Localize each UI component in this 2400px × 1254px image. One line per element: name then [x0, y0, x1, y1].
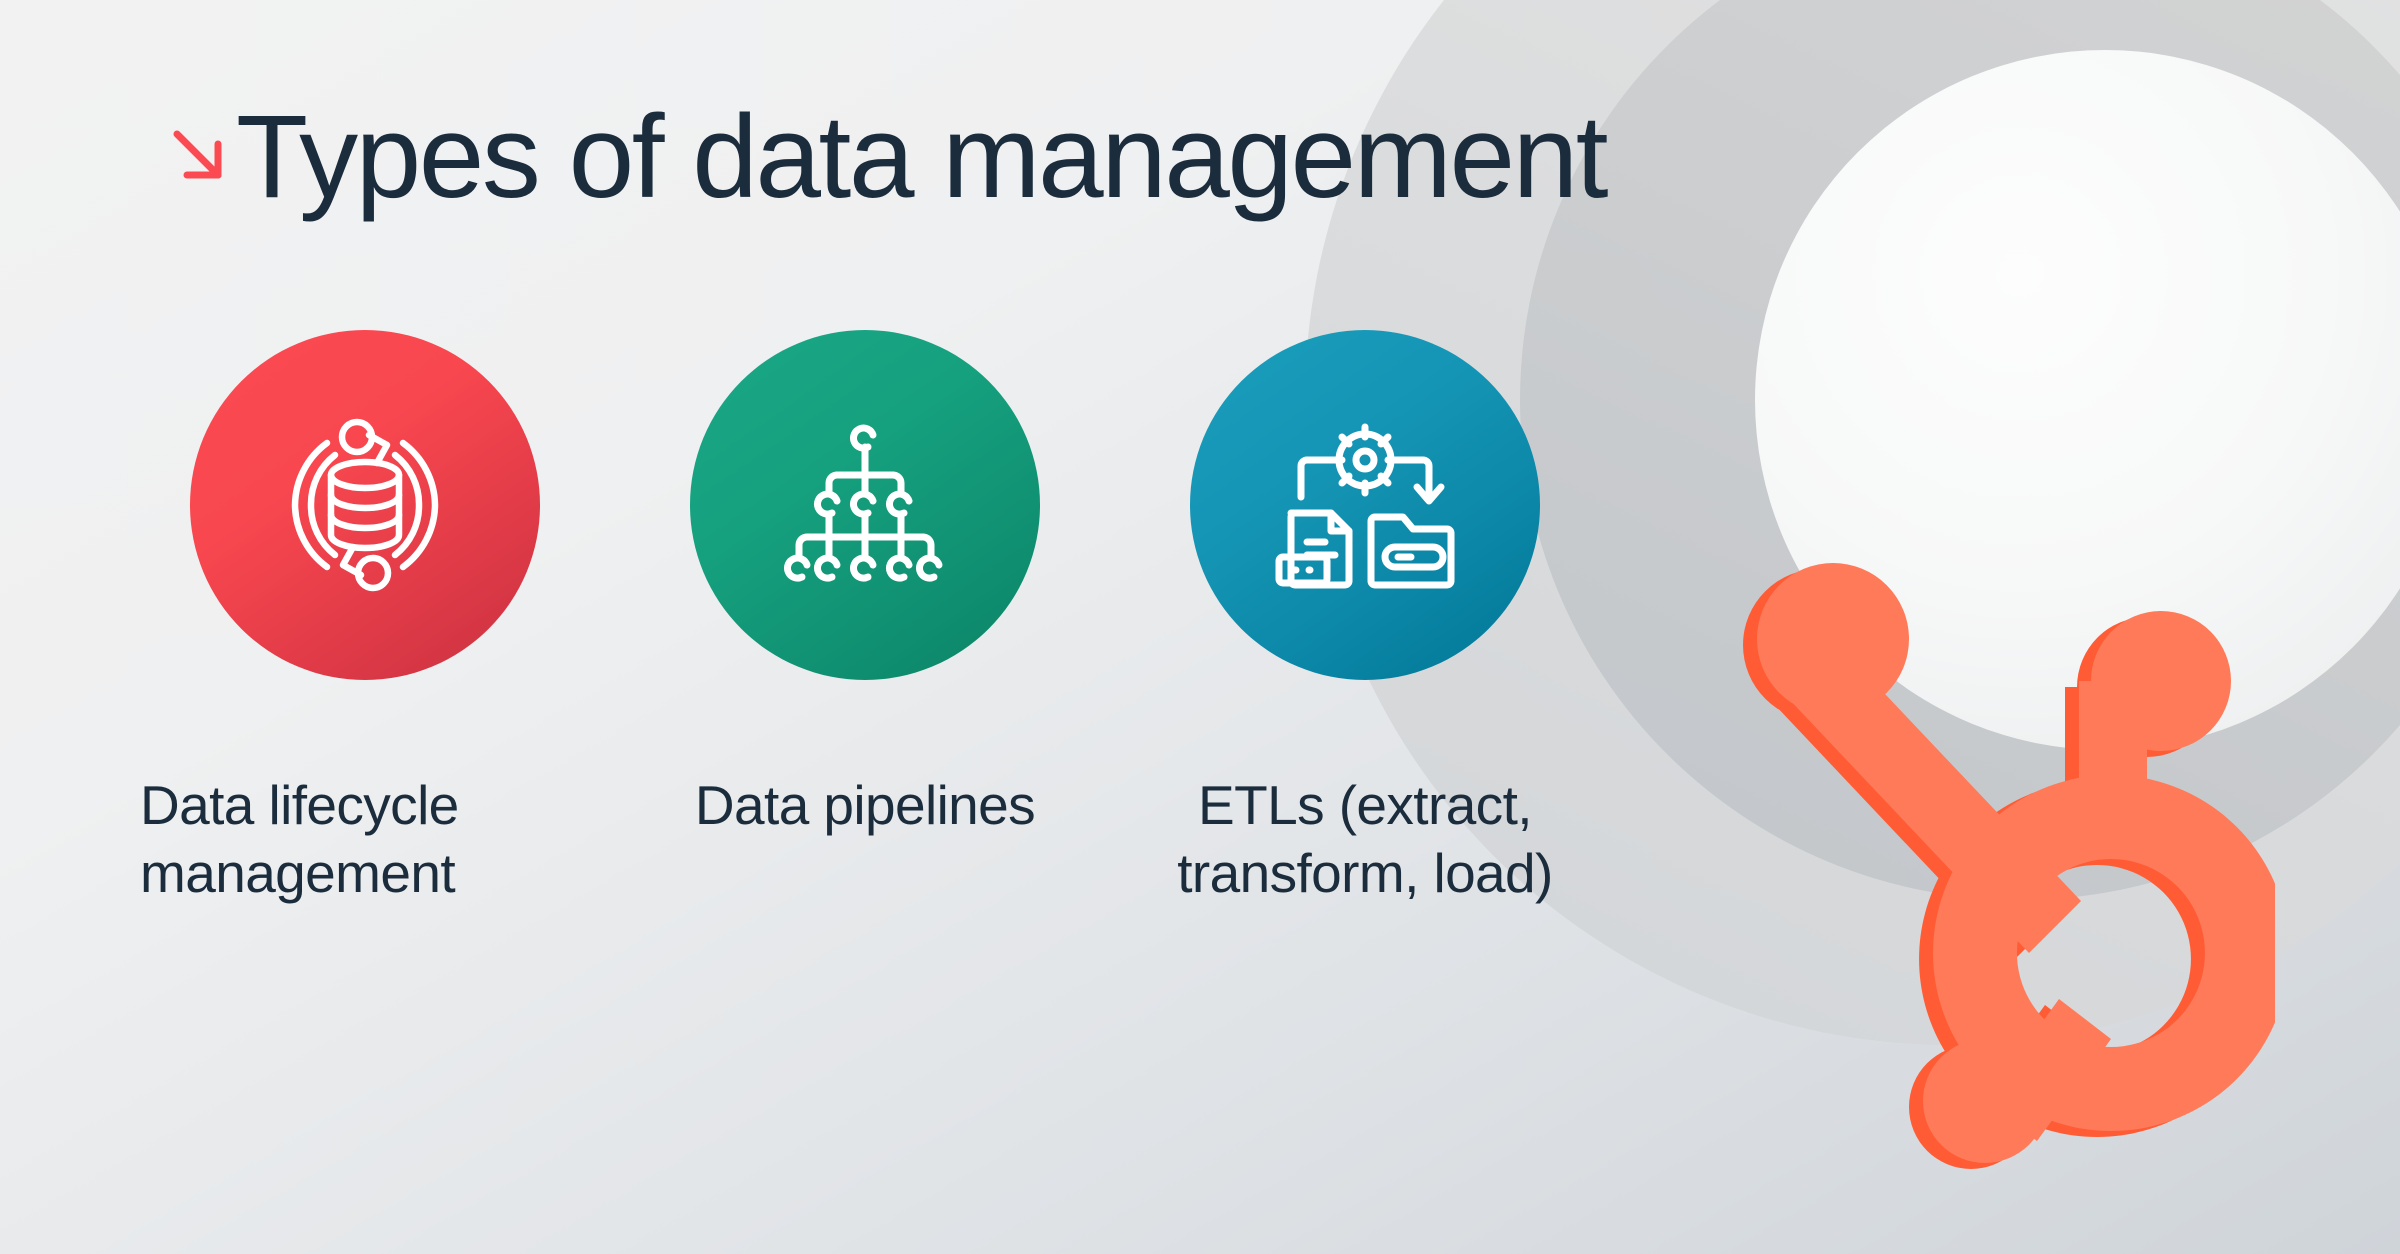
- document-gear-folder-icon: [1265, 405, 1465, 605]
- card-etl: ETLs (extract, transform, load): [1177, 330, 1553, 907]
- card-label: Data pipelines: [694, 774, 1036, 836]
- decorative-ring-inner: [1755, 50, 2400, 750]
- headline-row: Types of data management: [170, 91, 1609, 223]
- badge-etl: [1190, 330, 1540, 680]
- card-label: Data lifecycle management: [140, 774, 459, 904]
- branching-pipeline-tree-icon: [765, 405, 965, 605]
- arrow-down-right-icon: [170, 127, 228, 185]
- badge-data-lifecycle-management: [190, 330, 540, 680]
- badge-data-pipelines: [690, 330, 1040, 680]
- hubspot-sprocket-logo: [1715, 535, 2275, 1175]
- card-data-pipelines: Data pipelines: [690, 330, 1040, 907]
- card-label: ETLs (extract, transform, load): [1177, 774, 1553, 904]
- card-data-lifecycle-management: Data lifecycle management: [140, 330, 540, 907]
- decorative-ring-middle: [1520, 0, 2400, 900]
- types-card-row: Data lifecycle management: [140, 330, 1553, 907]
- database-lifecycle-icon: [265, 405, 465, 605]
- page-title: Types of data management: [236, 91, 1609, 223]
